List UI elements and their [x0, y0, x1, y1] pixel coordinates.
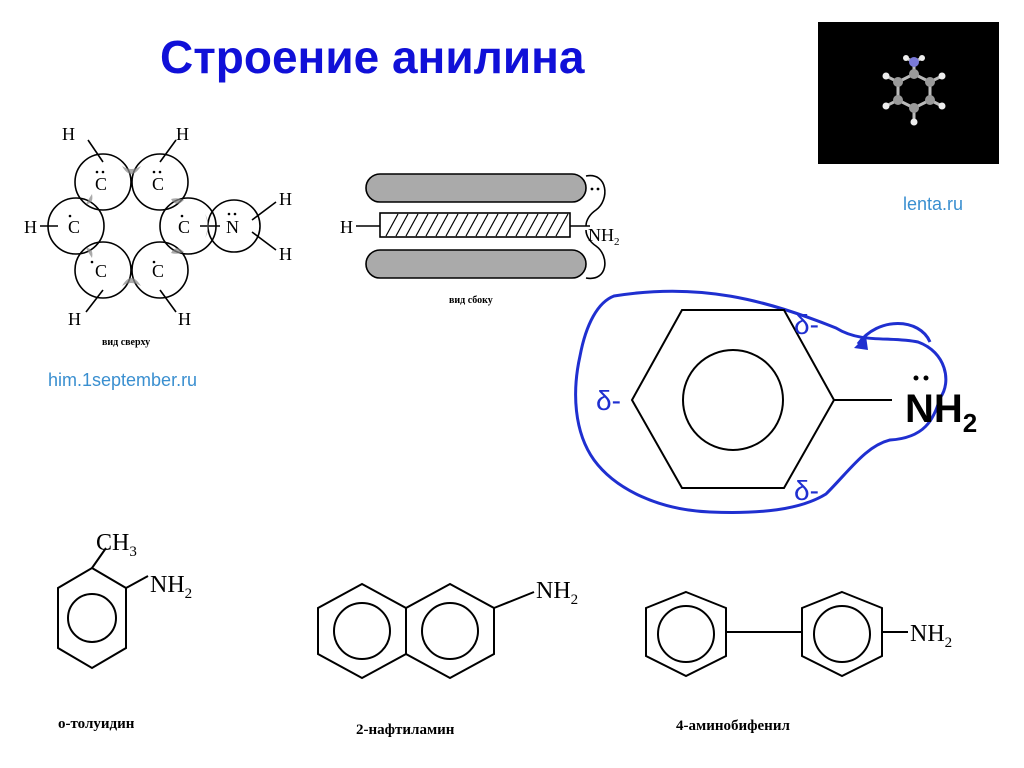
- atom-c-5: C: [95, 261, 107, 281]
- naphthylamine-label: 2-нафтиламин: [356, 722, 455, 738]
- atom-h-1: H: [62, 124, 75, 144]
- aminobiphenyl-nh2: NH2: [910, 621, 952, 651]
- atom-c-2: C: [152, 174, 164, 194]
- top-view-caption: вид сверху: [102, 337, 150, 348]
- atom-h-4: H: [68, 309, 81, 329]
- atom-h-5: H: [178, 309, 191, 329]
- atom-h-6: H: [279, 189, 292, 209]
- side-view-caption: вид сбоку: [449, 295, 493, 306]
- atom-c-6: C: [68, 217, 80, 237]
- atom-c-4: C: [152, 261, 164, 281]
- atom-h-2: H: [176, 124, 189, 144]
- electron-shift-arrow: [856, 322, 932, 345]
- atom-c-3: C: [178, 217, 190, 237]
- delta-left-label: δ-: [596, 385, 621, 416]
- o-toluidine-ch3: CH3: [96, 530, 137, 560]
- aniline-3d-model-image: [818, 22, 999, 164]
- delta-top-label: δ-: [794, 309, 819, 340]
- source-lenta: lenta.ru: [903, 194, 964, 214]
- side-view-h: H: [340, 217, 353, 237]
- atom-h-7: H: [279, 244, 292, 264]
- naphthylamine-nh2: NH2: [536, 578, 578, 608]
- side-view-nh2: NH2: [588, 225, 620, 248]
- o-toluidine-label: о-толуидин: [58, 716, 135, 732]
- aminobiphenyl-label: 4-аминобифенил: [676, 718, 790, 734]
- source-him-1september: him.1september.ru: [48, 370, 198, 390]
- electron-density-outline: [574, 289, 948, 514]
- atom-n: N: [226, 217, 239, 237]
- o-toluidine-nh2: NH2: [150, 572, 192, 602]
- ball-and-stick-model-icon: [882, 55, 946, 126]
- slide-title: Строение анилина: [160, 31, 585, 83]
- delta-bottom-label: δ-: [794, 475, 819, 506]
- atom-h-3: H: [24, 217, 37, 237]
- atom-c-1: C: [95, 174, 107, 194]
- delocalization-nh2: NH2: [905, 387, 977, 438]
